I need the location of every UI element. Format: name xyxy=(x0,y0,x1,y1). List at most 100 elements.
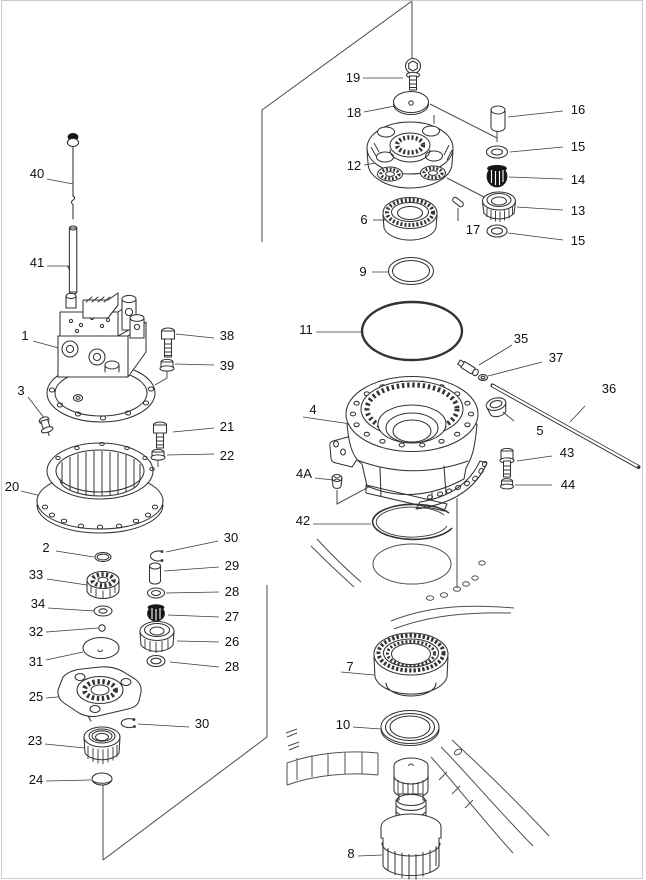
part-5-plug xyxy=(485,397,507,418)
leader-31 xyxy=(45,651,84,661)
callout-32: 32 xyxy=(29,624,43,639)
leader-21 xyxy=(172,427,215,433)
callout-27: 27 xyxy=(225,609,239,624)
leader-13 xyxy=(516,206,564,211)
leader-26 xyxy=(176,640,220,643)
callout-36: 36 xyxy=(602,381,616,396)
leader-43 xyxy=(516,455,553,462)
leader-4a xyxy=(314,477,334,481)
part-20-ring-gear xyxy=(36,441,164,534)
part-35-grease-fitting xyxy=(457,359,479,377)
leader-lines xyxy=(20,77,586,857)
callout-30b: 30 xyxy=(195,716,209,731)
part-18-cover-disc xyxy=(392,90,430,116)
part-43-bolt xyxy=(499,447,515,478)
part-42-seal-ring xyxy=(371,503,453,541)
part-3-plug-bolt xyxy=(38,416,54,437)
leader-2 xyxy=(55,550,95,558)
callout-22: 22 xyxy=(220,448,234,463)
part-31-thrust-plate xyxy=(82,636,120,660)
callout-4a: 4A xyxy=(296,466,312,481)
leader-15a xyxy=(509,146,564,153)
callout-15b: 15 xyxy=(571,233,585,248)
callout-6: 6 xyxy=(360,212,367,227)
leader-35 xyxy=(478,344,513,366)
part-28b-washer xyxy=(146,654,166,668)
callout-38: 38 xyxy=(220,328,234,343)
planet-gears xyxy=(376,165,447,182)
callout-26: 26 xyxy=(225,634,239,649)
callout-43: 43 xyxy=(560,445,574,460)
callout-16: 16 xyxy=(571,102,585,117)
part-10-seal-ring xyxy=(380,709,440,746)
callout-14: 14 xyxy=(571,172,585,187)
part-37-nut-small xyxy=(477,373,489,382)
callout-9: 9 xyxy=(359,264,366,279)
leader-32 xyxy=(45,627,99,633)
leader-24 xyxy=(45,779,92,782)
part-36-rod xyxy=(490,383,641,469)
part-38-bolt xyxy=(160,327,176,358)
callout-23: 23 xyxy=(28,733,42,748)
callout-33: 33 xyxy=(29,567,43,582)
part-15b-washer xyxy=(486,224,508,238)
callout-13: 13 xyxy=(571,203,585,218)
part-9-seal-ring xyxy=(387,256,435,286)
callout-15a: 15 xyxy=(571,139,585,154)
part-22-nut xyxy=(150,448,166,461)
part-44-nut xyxy=(499,478,515,490)
leader-22 xyxy=(166,453,215,456)
part-23-roller-bearing xyxy=(83,726,121,764)
callout-24: 24 xyxy=(29,772,43,787)
part-7-main-bearing xyxy=(373,632,449,697)
callout-20: 20 xyxy=(5,479,19,494)
leader-28a xyxy=(165,591,220,594)
leader-33 xyxy=(46,578,88,586)
part-27-coupling-gear xyxy=(147,604,165,622)
part-28a-washer xyxy=(146,587,166,599)
leader-14 xyxy=(508,176,564,180)
leader-16 xyxy=(507,110,564,118)
leader-15b xyxy=(507,232,564,241)
leader-10 xyxy=(352,726,382,730)
part-30b-snap-ring xyxy=(120,718,136,729)
part-4-gear-housing xyxy=(329,375,488,512)
callout-8: 8 xyxy=(347,846,354,861)
leader-38 xyxy=(175,333,215,339)
callout-11: 11 xyxy=(299,322,313,337)
callout-19: 19 xyxy=(346,70,360,85)
part-2-o-ring xyxy=(94,551,112,563)
leader-7 xyxy=(340,671,375,676)
part-32-steel-ball xyxy=(98,624,106,632)
callout-28a: 28 xyxy=(225,584,239,599)
part-41-pipe xyxy=(67,225,78,295)
callout-34: 34 xyxy=(31,596,45,611)
part-39-nut xyxy=(159,358,175,372)
callout-40: 40 xyxy=(30,166,44,181)
leader-37 xyxy=(487,361,543,377)
leader-4 xyxy=(302,416,352,425)
part-21-bolt xyxy=(152,421,168,449)
part-6-bearing xyxy=(382,196,438,241)
leader-36 xyxy=(569,405,586,423)
callout-42: 42 xyxy=(296,513,310,528)
part-29-spacer xyxy=(148,562,162,585)
leader-30a xyxy=(165,540,219,553)
leader-8 xyxy=(357,854,383,857)
callout-4: 4 xyxy=(309,402,316,417)
part-1-swing-motor xyxy=(46,292,156,423)
callout-3: 3 xyxy=(17,383,24,398)
leader-18 xyxy=(363,105,396,113)
leader-34 xyxy=(47,607,95,612)
part-34-washer xyxy=(93,605,113,617)
leader-28b xyxy=(169,661,220,668)
callout-21: 21 xyxy=(220,419,234,434)
part-14-coupling xyxy=(486,164,508,188)
leader-39 xyxy=(174,363,215,366)
callout-35: 35 xyxy=(514,331,528,346)
leader-3 xyxy=(27,396,46,420)
callout-25: 25 xyxy=(29,689,43,704)
part-13-lock-nut xyxy=(481,191,517,222)
